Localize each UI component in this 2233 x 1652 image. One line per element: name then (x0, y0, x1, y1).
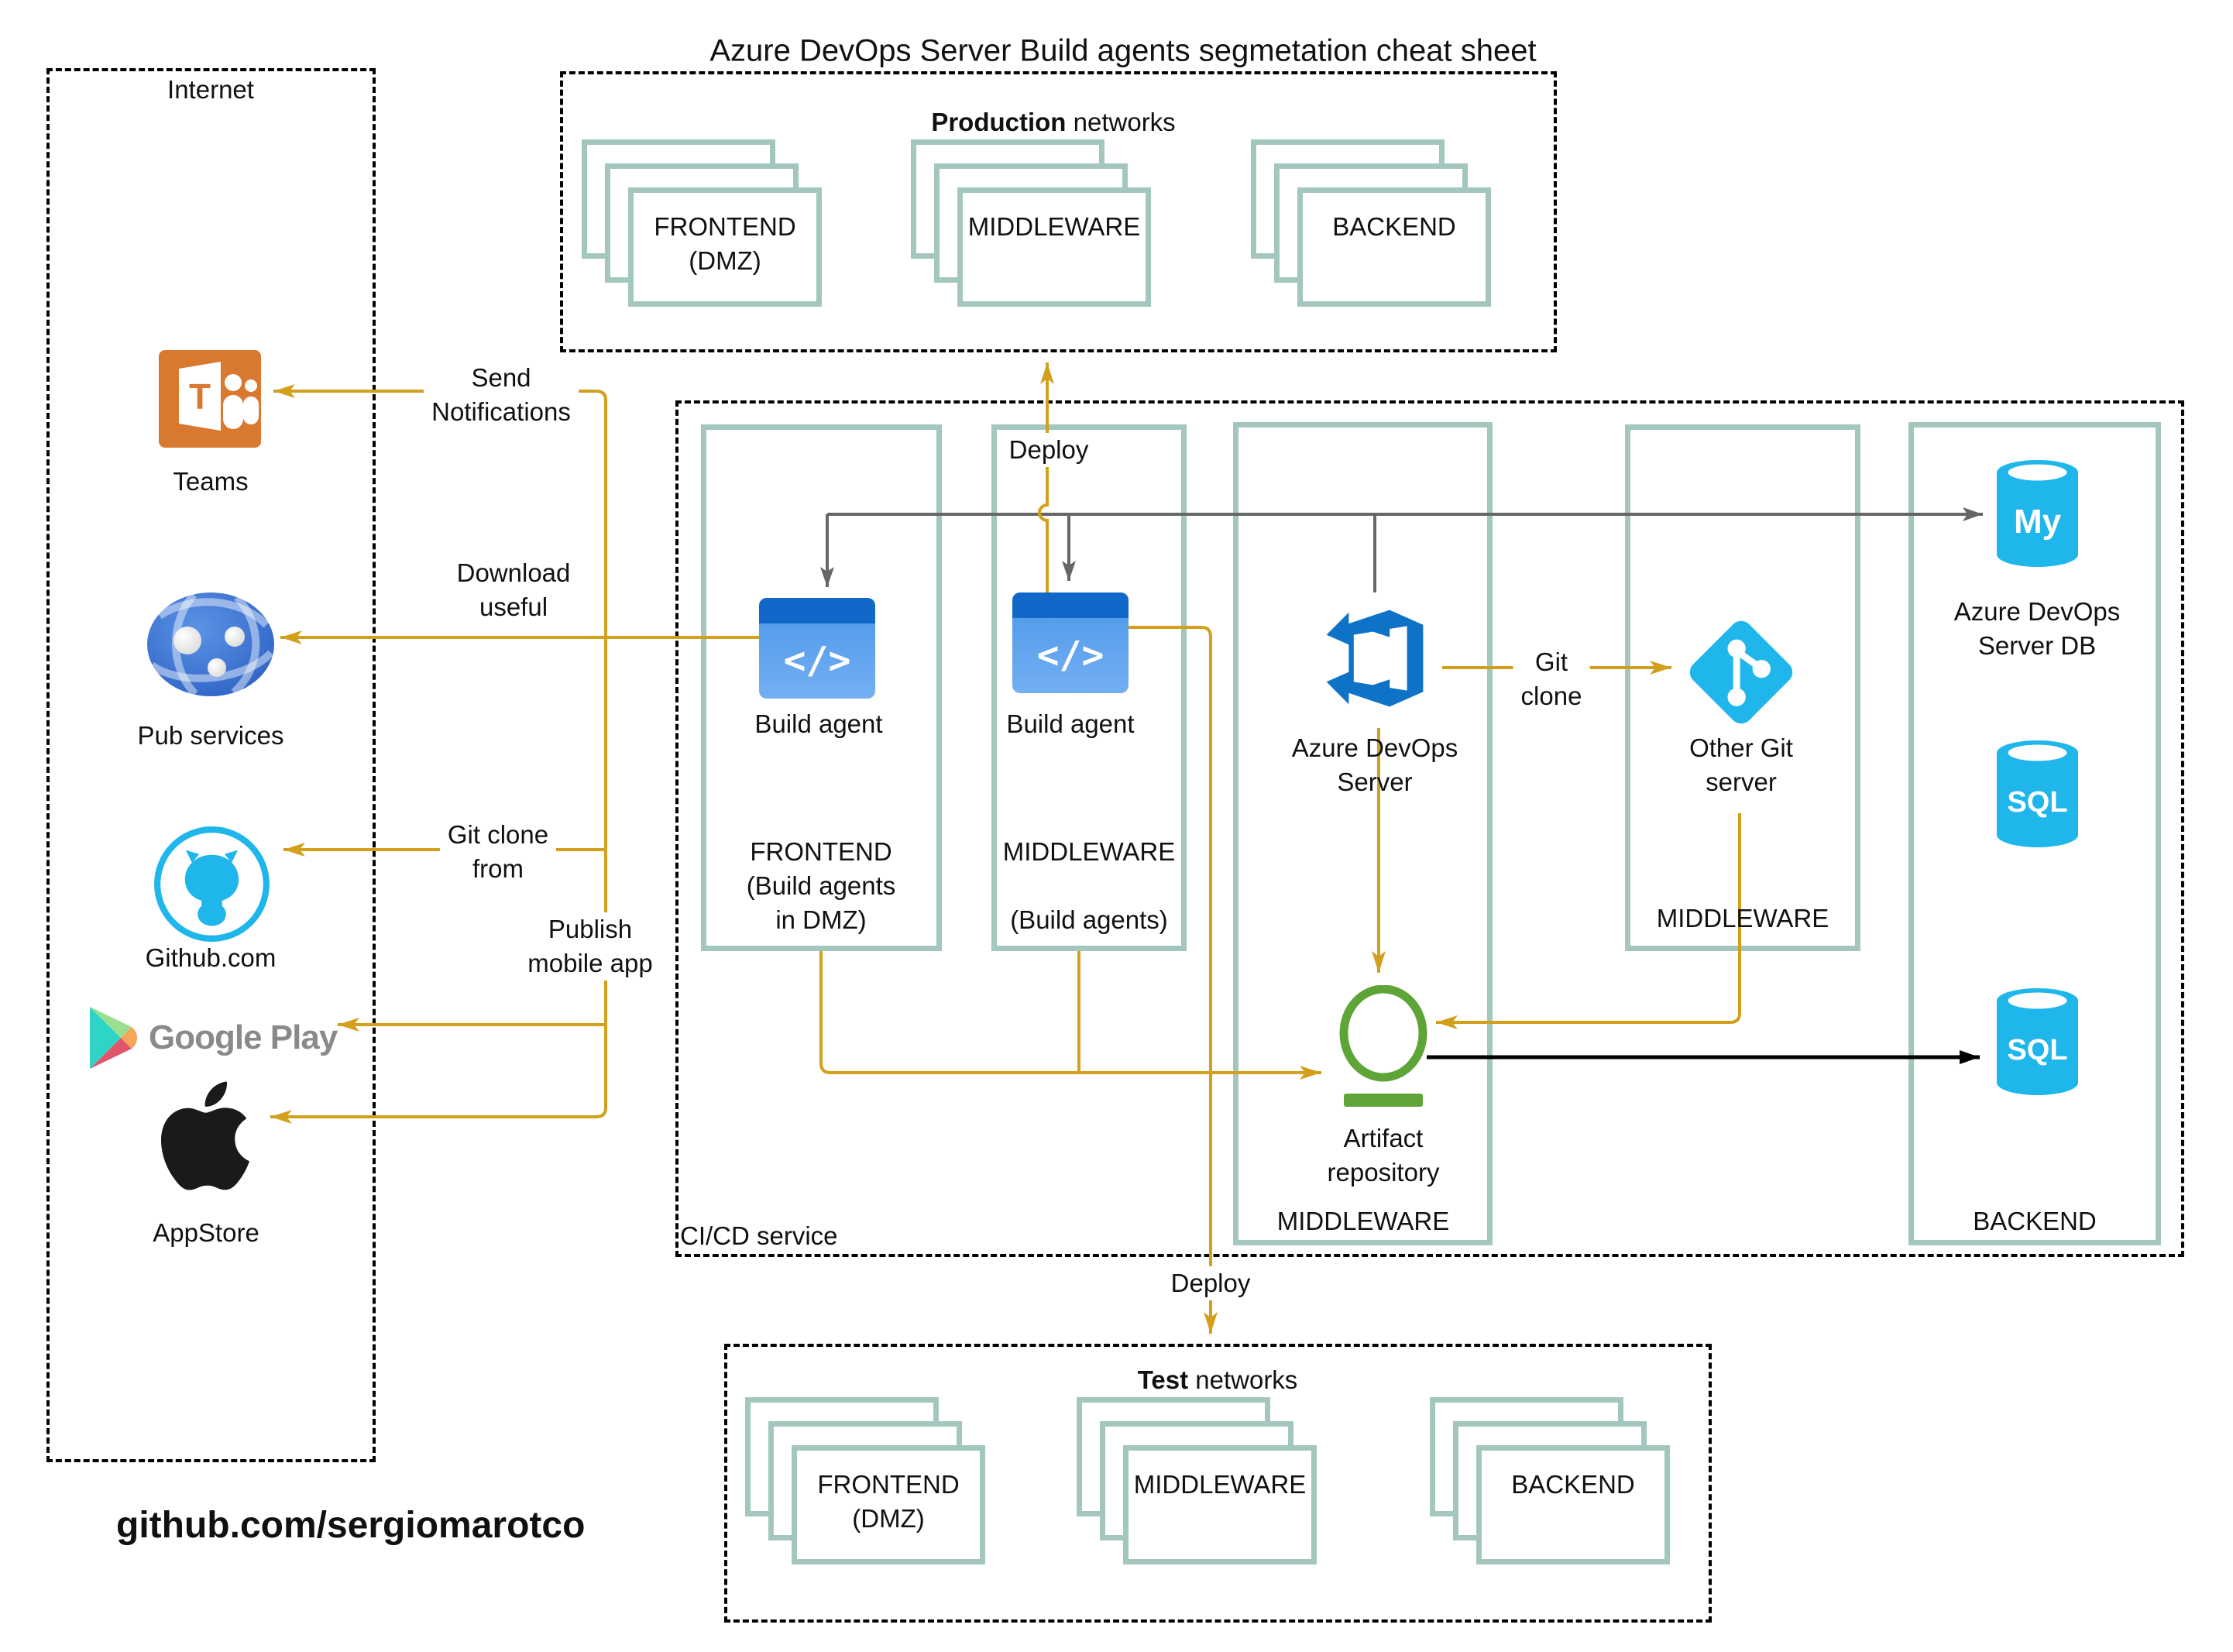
mysql-db-icon: My (1993, 455, 2082, 575)
zone-frontend-label: FRONTEND (Build agents in DMZ) (746, 837, 896, 934)
sql-glyph: SQL (2007, 786, 2067, 819)
build-agent-frontend-label: Build agent (754, 709, 883, 738)
test-networks-box (724, 1344, 1712, 1623)
edge-send-notifications (273, 384, 607, 401)
edge-label-deploy-production: Deploy (1001, 433, 1097, 467)
production-box-label-rest: networks (1066, 108, 1176, 136)
azure-devops-server-label: Azure DevOps Server (1291, 733, 1458, 796)
internet-box (46, 68, 376, 1462)
edge-othergit-to-artifact (1436, 813, 1741, 1029)
test-box-label-rest: networks (1188, 1365, 1298, 1394)
stack-label: FRONTEND (DMZ) (654, 212, 796, 275)
production-stack-middleware: MIDDLEWARE (911, 139, 1151, 307)
author-link: github.com/sergiomarotco (116, 1505, 586, 1546)
github-label: Github.com (145, 943, 277, 972)
edge-label-publish-mobile-app: Publish mobile app (520, 912, 661, 981)
edge-agents-to-artifact (819, 951, 1321, 1080)
sql-db-icon: SQL (1993, 736, 2082, 856)
stack-label: MIDDLEWARE (967, 212, 1141, 241)
build-agent-frontend-icon: </> (759, 598, 875, 702)
production-stack-backend: BACKEND (1251, 139, 1491, 307)
zone-ado-middleware (1233, 422, 1493, 1245)
stack-box: BACKEND (1476, 1445, 1670, 1564)
appstore-label: AppStore (153, 1218, 259, 1247)
zone-ado-middleware-label: MIDDLEWARE (1276, 1207, 1450, 1235)
cicd-box-label: CI/CD service (680, 1221, 838, 1250)
production-box-label: Production networks (931, 71, 1175, 139)
stack-box: FRONTEND (DMZ) (792, 1445, 985, 1564)
git-icon (1685, 612, 1798, 737)
internet-box-label: Internet (167, 75, 254, 104)
sql-db-icon: SQL (1993, 984, 2082, 1104)
pub-services-label: Pub services (137, 721, 284, 750)
ado-server-db-label: Azure DevOps Server DB (1953, 597, 2121, 660)
artifact-repository-icon (1337, 984, 1430, 1116)
edge-label-deploy-test: Deploy (1163, 1266, 1259, 1300)
other-git-server-label: Other Git server (1689, 733, 1793, 796)
build-agent-glyph: </> (1037, 634, 1104, 677)
stack-box: BACKEND (1297, 187, 1491, 307)
teams-icon: T (159, 350, 261, 452)
test-box-label-bold: Test (1137, 1365, 1189, 1394)
artifact-repository-label: Artifact repository (1327, 1124, 1440, 1187)
zone-middleware-agents-label: MIDDLEWARE (Build agents) (1002, 837, 1176, 934)
stack-label: MIDDLEWARE (1133, 1470, 1307, 1499)
azure-devops-icon (1313, 592, 1437, 728)
pub-services-icon (147, 592, 275, 701)
edge-label-git-clone: Git clone (1513, 645, 1590, 713)
teams-t-glyph: T (189, 376, 211, 417)
edge-publish-appstore (270, 1107, 607, 1124)
google-play-icon (87, 1005, 138, 1074)
test-stack-frontend: FRONTEND (DMZ) (745, 1397, 985, 1564)
sql-glyph: SQL (2007, 1034, 2067, 1066)
production-stack-frontend: FRONTEND (DMZ) (582, 139, 822, 307)
stack-box: FRONTEND (DMZ) (628, 187, 822, 307)
edge-deploy-test (1129, 626, 1218, 1334)
build-agent-glyph: </> (784, 639, 851, 682)
test-stack-middleware: MIDDLEWARE (1077, 1397, 1317, 1564)
stack-label: BACKEND (1511, 1470, 1635, 1499)
teams-label: Teams (173, 467, 249, 496)
edge-label-download-useful: Download useful (448, 556, 579, 624)
zone-backend-label: BACKEND (1973, 1207, 2097, 1235)
build-agent-middleware-label: Build agent (1006, 709, 1135, 738)
github-icon (153, 825, 271, 947)
test-stack-backend: BACKEND (1430, 1397, 1670, 1564)
stack-label: BACKEND (1332, 212, 1456, 241)
mysql-glyph: My (2014, 503, 2062, 541)
stack-label: FRONTEND (DMZ) (817, 1470, 960, 1533)
build-agent-middleware-icon: </> (1012, 592, 1129, 697)
cicd-service-box (675, 400, 2184, 1257)
edge-label-git-clone-from: Git clone from (439, 818, 557, 886)
apple-icon (151, 1069, 259, 1207)
stack-box: MIDDLEWARE (957, 187, 1151, 307)
edge-deploy-production (1038, 362, 1054, 592)
production-box-label-bold: Production (931, 108, 1067, 136)
production-networks-box (560, 71, 1557, 352)
zone-othergit-middleware-label: MIDDLEWARE (1656, 904, 1829, 932)
google-play-label: Google Play (149, 1018, 338, 1056)
page-title: Azure DevOps Server Build agents segmeta… (709, 33, 1537, 68)
test-box-label: Test networks (1138, 1329, 1298, 1397)
stack-box: MIDDLEWARE (1123, 1445, 1317, 1564)
edge-label-send-notifications: Send Notifications (424, 361, 579, 429)
